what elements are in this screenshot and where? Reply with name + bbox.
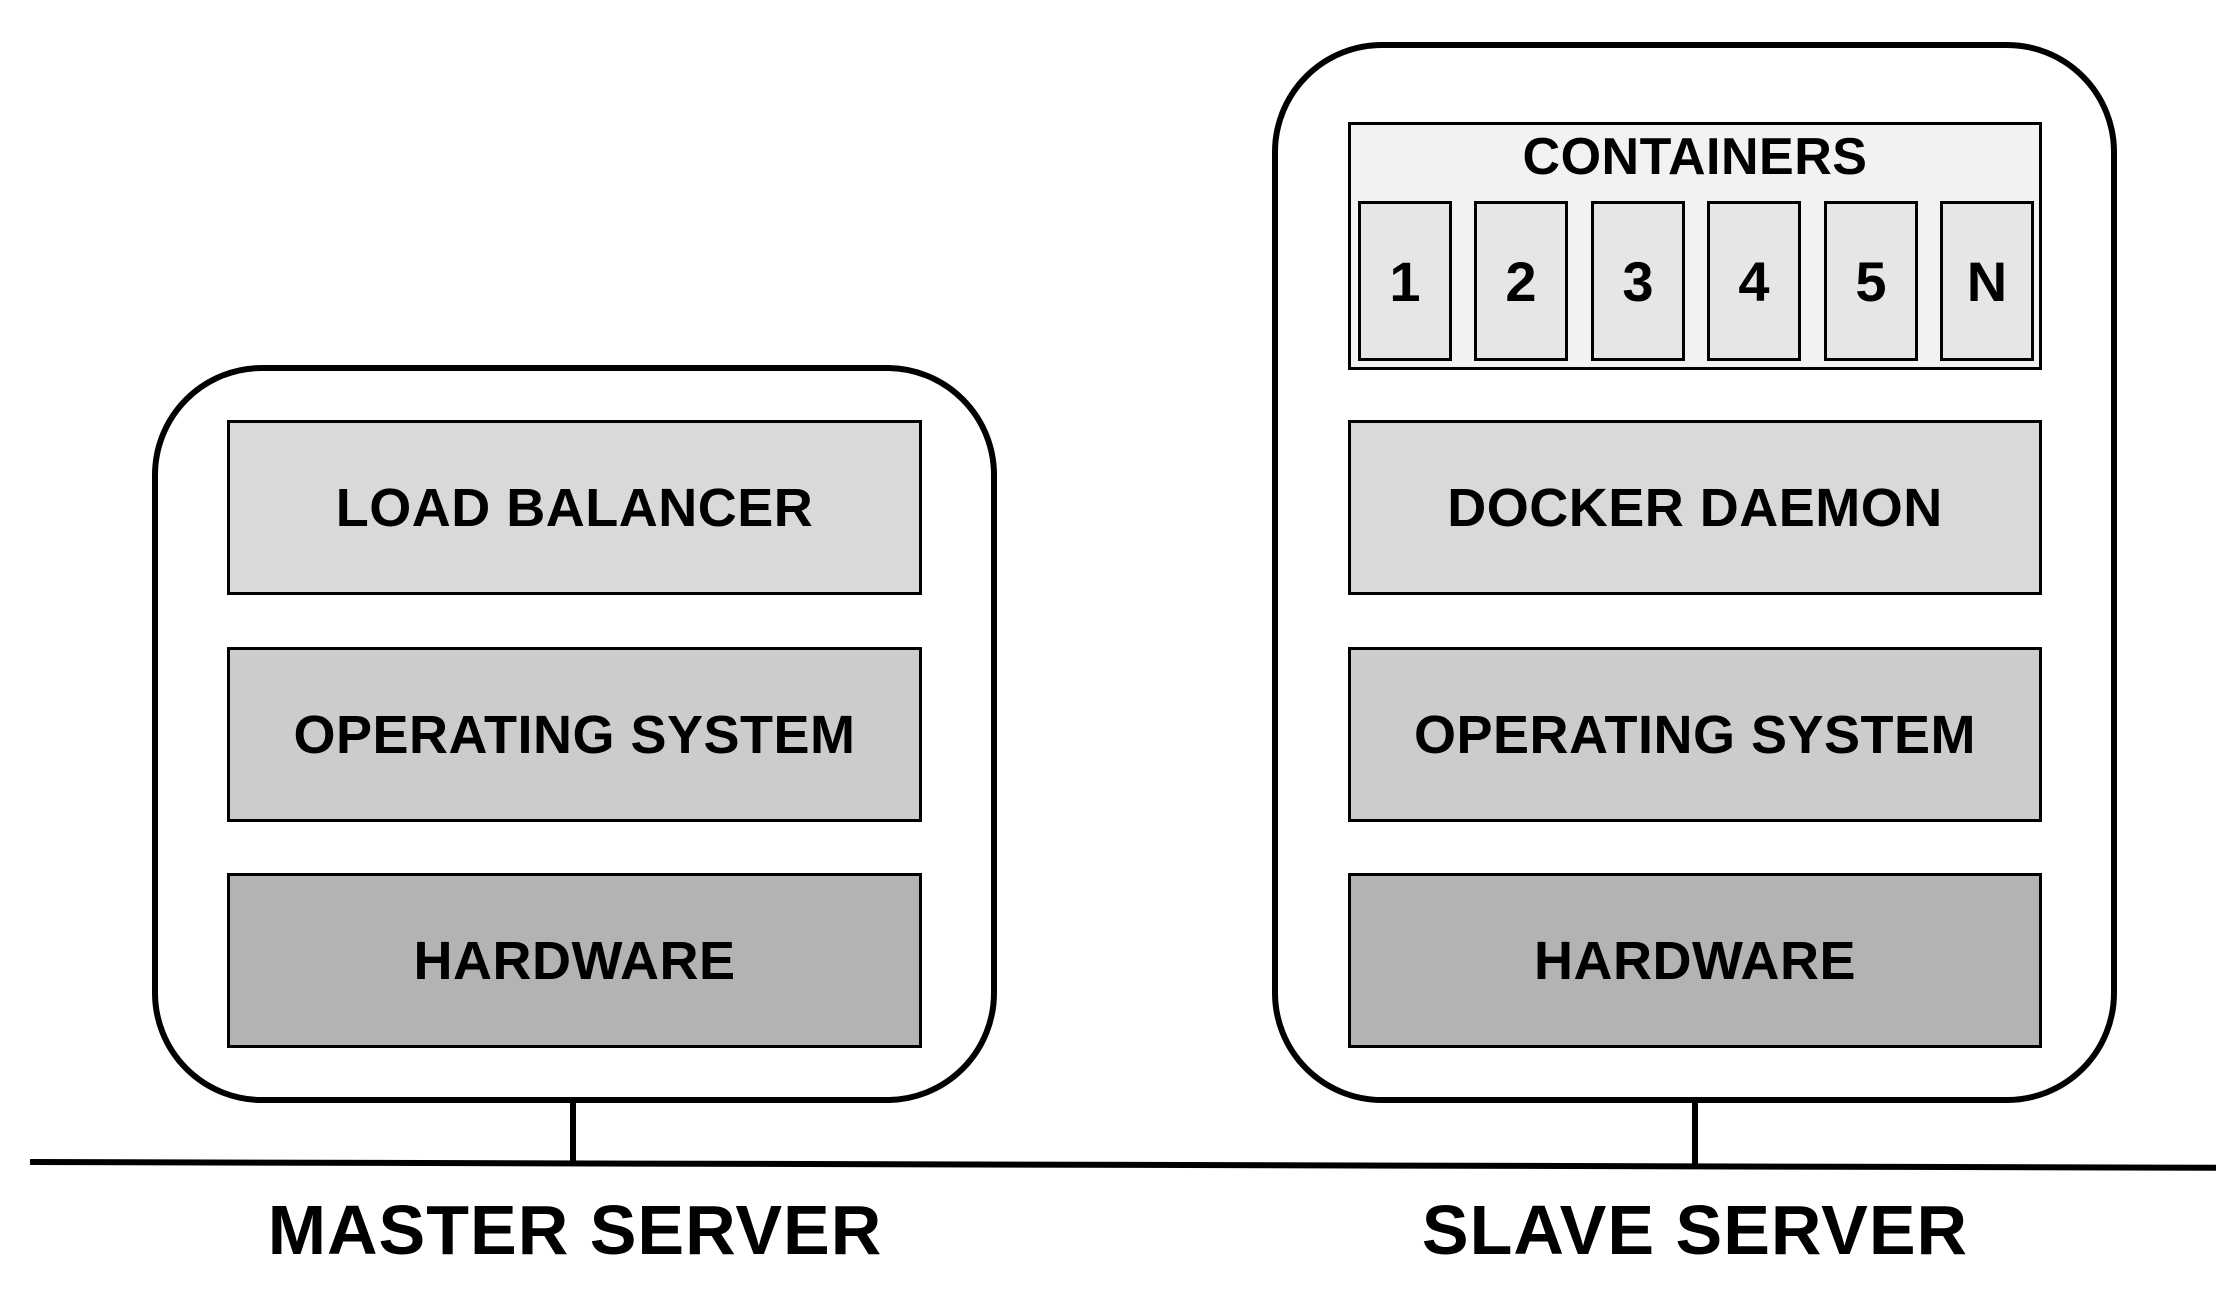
- container-slot: 5: [1824, 201, 1918, 361]
- network-line: [29, 1159, 2217, 1171]
- slave-docker-daemon-layer: DOCKER DAEMON: [1348, 420, 2042, 595]
- master-hardware-layer: HARDWARE: [227, 873, 922, 1048]
- container-slot: 4: [1707, 201, 1801, 361]
- master-load-balancer-layer: LOAD BALANCER: [227, 420, 922, 595]
- container-slot: 1: [1358, 201, 1452, 361]
- slave-server-label: SLAVE SERVER: [1421, 1191, 1969, 1269]
- container-slot: 2: [1474, 201, 1568, 361]
- master-server-label: MASTER SERVER: [267, 1191, 883, 1269]
- slave-hardware-layer: HARDWARE: [1348, 873, 2042, 1048]
- master-operating-system-layer: OPERATING SYSTEM: [227, 647, 922, 822]
- slave-network-connector: [1692, 1100, 1698, 1164]
- container-slot: 3: [1591, 201, 1685, 361]
- container-slot: N: [1940, 201, 2034, 361]
- slave-operating-system-layer: OPERATING SYSTEM: [1348, 647, 2042, 822]
- containers-title: CONTAINERS: [1522, 128, 1868, 186]
- containers-box: CONTAINERS 1 2 3 4 5 N: [1348, 122, 2042, 370]
- master-network-connector: [570, 1100, 576, 1162]
